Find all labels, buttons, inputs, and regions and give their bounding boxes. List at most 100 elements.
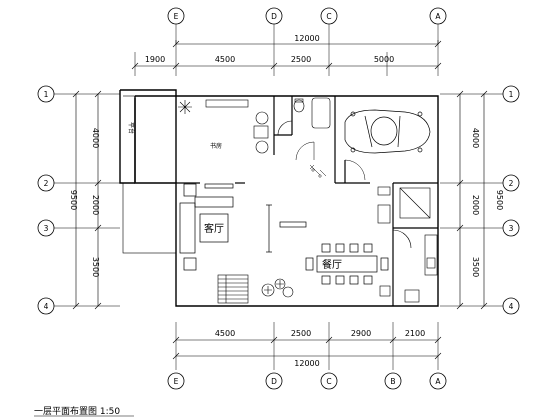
top-dimension-seg-2: 4500 [215, 55, 235, 64]
side-cabinet [379, 285, 391, 297]
terrace-outline [122, 95, 177, 254]
dining-chair [349, 275, 359, 285]
axis-label-bottom-b: B [390, 377, 395, 386]
living-room-label: 客厅 [204, 222, 224, 235]
kitchen-counter [424, 234, 438, 276]
dining-chair [321, 243, 331, 253]
axis-label-top-a: A [435, 12, 441, 21]
axis-bubble-bottom-a [429, 372, 447, 390]
plant-cluster-icon [261, 278, 294, 298]
bathroom-door-swing [277, 120, 293, 136]
study-desk [205, 99, 249, 108]
bottom-dimension-seg-3: 2900 [351, 329, 371, 338]
left-dimension-seg-2: 2000 [91, 195, 100, 215]
dining-chair [335, 243, 345, 253]
bottom-axis-bubbles [167, 372, 447, 390]
axis-label-top-c: C [326, 12, 331, 21]
kitchen-fixtures [377, 186, 438, 303]
dining-chair [380, 257, 389, 271]
dining-chair [335, 275, 345, 285]
axis-bubble-bottom-b [384, 372, 402, 390]
stove-icon [404, 289, 420, 303]
fridge-icon [377, 204, 391, 224]
living-room-furniture [179, 183, 307, 271]
bottom-dimension-seg-2: 2500 [291, 329, 311, 338]
exterior-walls [119, 89, 439, 307]
sofa-top [194, 196, 234, 208]
right-dimension-lines [456, 90, 488, 310]
car-icon [344, 109, 431, 154]
axis-label-left-1: 1 [44, 90, 49, 99]
axis-label-top-e: E [174, 12, 179, 21]
bottom-dimension-seg-1: 4500 [215, 329, 235, 338]
axis-label-bottom-d: D [271, 377, 277, 386]
side-table-1 [183, 183, 197, 197]
plant-icon [178, 100, 192, 114]
top-dimension-seg-3: 2500 [291, 55, 311, 64]
top-axis-lines [134, 24, 439, 76]
top-dimension-seg-4: 5000 [374, 55, 394, 64]
top-axis-bubbles [167, 7, 447, 25]
toilet-tank [294, 98, 304, 103]
axis-label-bottom-e: E [174, 377, 179, 386]
sofa-long [179, 202, 196, 254]
side-table-2 [183, 257, 197, 271]
axis-label-left-2: 2 [44, 179, 49, 188]
axis-label-bottom-c: C [326, 377, 331, 386]
dining-chair [363, 243, 373, 253]
axis-label-left-4: 4 [44, 302, 49, 311]
kitchen-door-swing [392, 229, 412, 249]
utility-room [399, 187, 431, 219]
dining-chair [349, 243, 359, 253]
staircase [217, 274, 249, 304]
axis-label-bottom-a: A [435, 377, 441, 386]
bottom-axis-lines [175, 322, 439, 370]
study-furniture [178, 99, 269, 154]
bathroom-fixtures [277, 97, 331, 136]
axis-bubble-bottom-d [265, 372, 283, 390]
toilet-icon [293, 99, 305, 113]
axis-label-right-3: 3 [509, 224, 514, 233]
top-total-dimension: 12000 [294, 34, 319, 43]
terrace-label: 平台 [127, 122, 135, 134]
tv-stand [279, 221, 307, 228]
left-dimension-seg-3: 3500 [91, 257, 100, 277]
dining-room-label: 餐厅 [322, 258, 342, 271]
drawing-caption: 一层平面布置图 1:50 [34, 405, 120, 417]
dining-chair [321, 275, 331, 285]
study-label: 书房 [210, 142, 222, 150]
interior-walls [176, 96, 438, 306]
axis-label-right-4: 4 [509, 302, 514, 311]
cabinet [204, 183, 234, 189]
shelf [377, 186, 391, 196]
coffee-table [199, 213, 229, 243]
axis-label-right-2: 2 [509, 179, 514, 188]
dining-chair [363, 275, 373, 285]
sink-icon [426, 257, 436, 269]
left-axis-bubbles [37, 85, 55, 315]
bottom-total-dimension: 12000 [294, 359, 319, 368]
right-axis-lines [440, 93, 503, 307]
top-dimension-lines [131, 40, 442, 70]
study-table [253, 125, 269, 139]
bottom-dimension-lines [172, 336, 442, 360]
left-dimension-seg-1: 4000 [91, 128, 100, 148]
bathtub-icon [311, 97, 331, 129]
right-total-dimension: 9500 [495, 190, 504, 210]
study-chair-1 [255, 111, 269, 125]
bottom-dimension-seg-4: 2100 [405, 329, 425, 338]
dining-table [316, 255, 378, 273]
axis-bubble-bottom-c [320, 372, 338, 390]
axis-bubble-bottom-e [167, 372, 185, 390]
axis-label-right-1: 1 [509, 90, 514, 99]
right-dimension-seg-1: 4000 [471, 128, 480, 148]
dining-chair [305, 257, 314, 271]
right-dimension-seg-2: 2000 [471, 195, 480, 215]
right-axis-bubbles [502, 85, 520, 315]
dining-set [305, 243, 389, 285]
right-dimension-seg-3: 3500 [471, 257, 480, 277]
left-axis-lines [54, 93, 120, 307]
left-total-dimension: 9500 [69, 190, 78, 210]
top-dimension-seg-1: 1900 [145, 55, 165, 64]
stair-arrows [309, 164, 327, 178]
